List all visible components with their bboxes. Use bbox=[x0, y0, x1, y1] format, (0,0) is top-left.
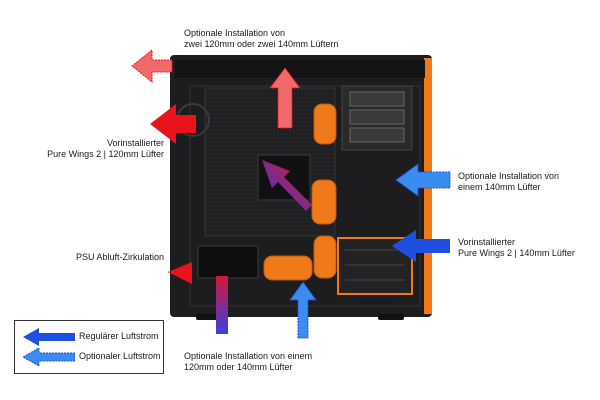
legend-optional: Optionaler Luftstrom bbox=[21, 348, 161, 366]
legend-regular: Regulärer Luftstrom bbox=[21, 328, 161, 346]
legend-optional-label: Optionaler Luftstrom bbox=[79, 351, 161, 361]
foot-right bbox=[378, 314, 404, 320]
arrow-front-optional-intake bbox=[395, 163, 451, 197]
label-rear-fan: Vorinstallierter Pure Wings 2 | 120mm Lü… bbox=[47, 138, 164, 159]
arrow-top-optional-exhaust bbox=[269, 67, 301, 129]
arrow-cpu-mixed-airflow bbox=[262, 160, 312, 211]
label-bottom-optional: Optionale Installation von einem 120mm o… bbox=[184, 351, 313, 372]
foot-left bbox=[196, 314, 222, 320]
arrow-front-intake bbox=[392, 230, 450, 262]
pc-case bbox=[170, 55, 432, 320]
arrow-psu-exhaust bbox=[168, 262, 228, 334]
label-front-optional: Optionale Installation von einem 140mm L… bbox=[458, 171, 560, 192]
label-psu-exhaust: PSU Abluft-Zirkulation bbox=[75, 252, 164, 262]
legend-regular-label: Regulärer Luftstrom bbox=[79, 331, 159, 341]
label-top-optional: Optionale Installation von zwei 120mm od… bbox=[184, 28, 339, 49]
legend: Regulärer Luftstrom Optionaler Luftstrom bbox=[14, 320, 164, 374]
case-top-edge bbox=[175, 60, 425, 78]
arrow-rear-exhaust bbox=[150, 104, 196, 144]
drive-bays bbox=[341, 85, 413, 151]
legend-optional-arrow-icon bbox=[21, 348, 75, 366]
label-front-fan: Vorinstallierter Pure Wings 2 | 140mm Lü… bbox=[458, 237, 575, 258]
arrow-bottom-optional-intake bbox=[289, 281, 317, 339]
legend-regular-arrow-icon bbox=[23, 328, 75, 346]
psu-bay bbox=[197, 245, 259, 279]
arrow-top-left-optional-exhaust bbox=[131, 48, 173, 84]
cable-grommets bbox=[263, 103, 337, 281]
